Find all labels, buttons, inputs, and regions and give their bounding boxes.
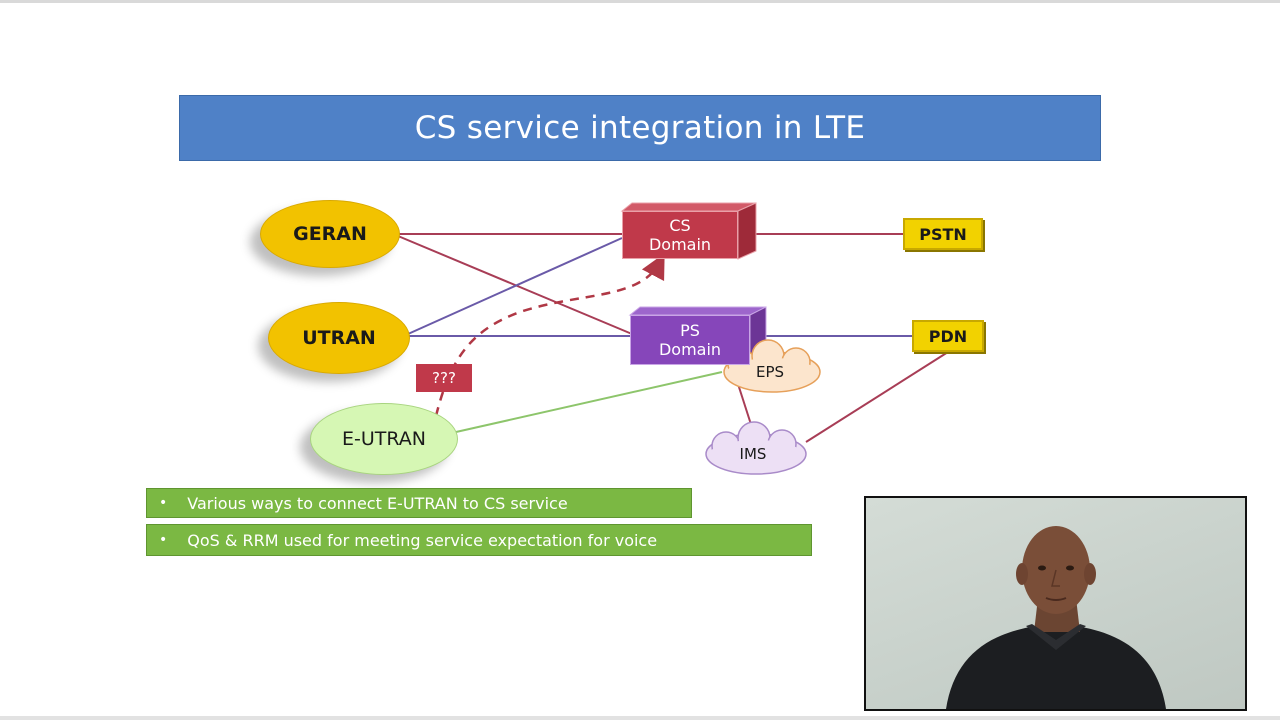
ps-domain-node: PS Domain — [630, 307, 766, 365]
presenter-icon — [946, 526, 1166, 709]
bottom-border — [0, 716, 1280, 720]
bullet-item: • Various ways to connect E-UTRAN to CS … — [146, 488, 692, 518]
slide-title: CS service integration in LTE — [179, 95, 1101, 161]
cs-domain-node: CS Domain — [622, 203, 756, 259]
bullet-text: QoS & RRM used for meeting service expec… — [187, 530, 658, 550]
link-eutran-eps — [455, 371, 723, 433]
ims-label: IMS — [739, 445, 767, 463]
link-utran-cs — [407, 237, 623, 335]
unknown-method-box: ??? — [416, 364, 472, 392]
bullet-item: • QoS & RRM used for meeting service exp… — [146, 524, 812, 556]
eps-label: EPS — [755, 363, 785, 381]
ps-domain-label-line2: Domain — [658, 340, 722, 359]
utran-node: UTRAN — [268, 302, 410, 374]
bullet-marker: • — [159, 532, 168, 548]
ims-cloud-icon — [705, 421, 807, 475]
cs-domain-label-line2: Domain — [648, 235, 712, 254]
eutran-node: E-UTRAN — [310, 403, 458, 475]
ps-domain-label-line1: PS — [680, 321, 700, 340]
pstn-node: PSTN — [903, 218, 983, 250]
cs-domain-label-line1: CS — [669, 216, 691, 235]
bullet-text: Various ways to connect E-UTRAN to CS se… — [187, 493, 568, 513]
bullet-marker: • — [159, 495, 168, 511]
presenter-video — [864, 496, 1247, 711]
pdn-node: PDN — [912, 320, 984, 352]
geran-node: GERAN — [260, 200, 400, 268]
cs-domain-shape — [620, 202, 757, 260]
top-border — [0, 0, 1280, 3]
link-ims-pdn — [805, 351, 949, 443]
